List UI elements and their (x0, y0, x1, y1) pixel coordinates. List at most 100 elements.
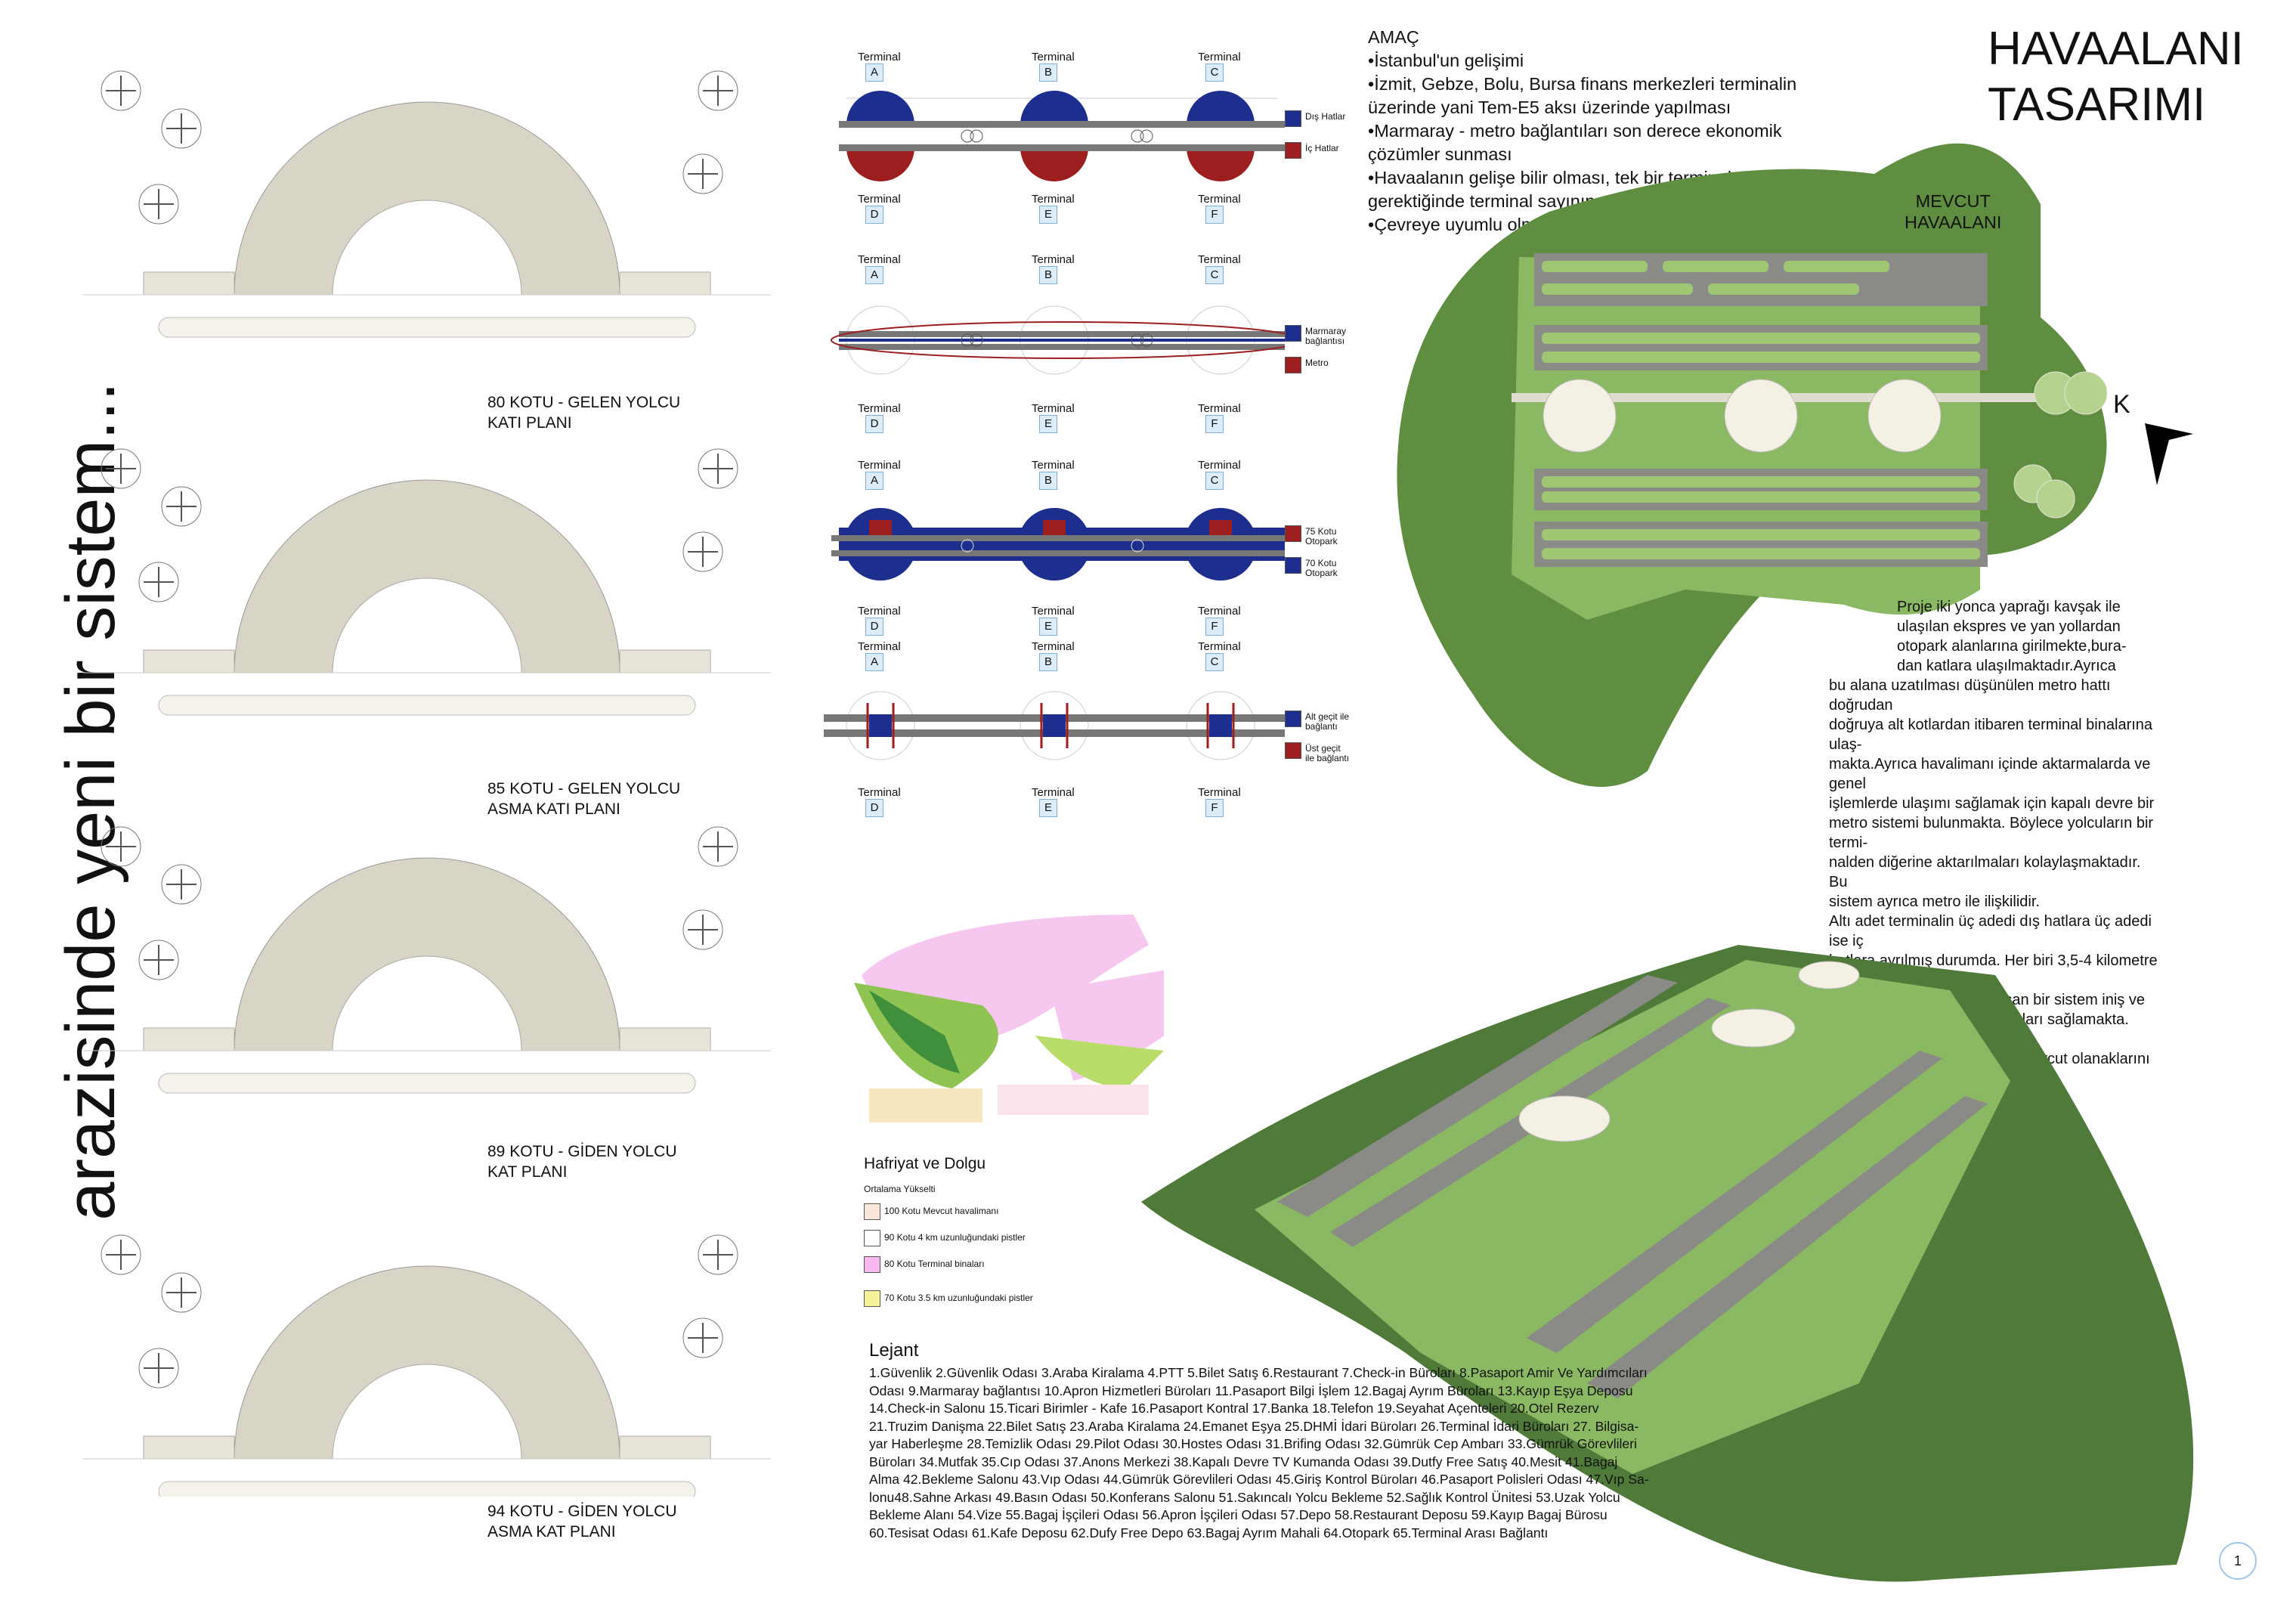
diagram-legend-label: Alt geçit ile bağlantı (1305, 711, 1350, 732)
diagram-legend-label: İç Hatlar (1305, 143, 1339, 153)
terminal-tag-bottom: F (1205, 206, 1224, 224)
diagram-legend-swatch (1285, 142, 1301, 159)
terminal-word: Terminal (1032, 786, 1075, 799)
description-line: metro sistemi bulunmakta. Böylece yolcul… (1829, 815, 2154, 851)
terminal-tag-bottom: E (1039, 618, 1057, 636)
diagram-legend-label: Marmaray bağlantısı (1305, 326, 1347, 346)
lejant-line: Büroları 34.Mutfak 35.Cıp Odası 37.Anons… (869, 1454, 1618, 1469)
terminal-tag-top: C (1205, 63, 1224, 82)
hafriyat-swatch (864, 1290, 880, 1307)
diagram-legend-swatch (1285, 711, 1301, 727)
diagram-lines-3 (831, 508, 1285, 581)
terminal-word: Terminal (1198, 459, 1241, 472)
floor-plan-94 (83, 1234, 771, 1497)
terminal-word: Terminal (858, 253, 901, 266)
terminal-tag-top: A (865, 653, 883, 671)
site-cloverleaf (2013, 371, 2108, 519)
site-plan (1397, 143, 2108, 787)
amac-line: üzerinde yani Tem-E5 aksı üzerinde yapıl… (1368, 98, 1731, 117)
description-line: işlemlerde ulaşımı sağlamak için kapalı … (1829, 795, 2155, 812)
aerial-grass (1255, 960, 2010, 1474)
description-line: ulaşılan ekspres ve yan yollardan (1897, 618, 2121, 635)
diagram-lines-2 (831, 305, 1285, 375)
terminal-word: Terminal (1198, 640, 1241, 653)
terminal-tag-bottom: D (865, 618, 883, 636)
diagram-legend-swatch (1285, 557, 1301, 574)
terminal-word: Terminal (858, 640, 901, 653)
diagram-legend-label: Metro (1305, 358, 1329, 368)
hafriyat-swatch (864, 1256, 880, 1273)
terminal-word: Terminal (1032, 253, 1075, 266)
terminal-domes-bottom-1 (846, 147, 1255, 181)
description-line: bu alana uzatılması düşünülen metro hatt… (1829, 677, 2111, 714)
terminal-word: Terminal (1198, 786, 1241, 799)
lejant-title: Lejant (869, 1340, 919, 1361)
diagram-legend-swatch (1285, 525, 1301, 542)
lejant-line: Alma 42.Bekleme Salonu 43.Vıp Odası 44.G… (869, 1472, 1649, 1487)
lejant-line: 60.Tesisat Odası 61.Kafe Deposu 62.Dufy … (869, 1525, 1549, 1540)
diagram-legend-swatch (1285, 357, 1301, 373)
terminal-word: Terminal (1198, 605, 1241, 618)
aerial-terminals (1518, 961, 1860, 1142)
diagram-lines-4 (824, 691, 1285, 760)
terminal-word: Terminal (1198, 193, 1241, 206)
amac-line: •İstanbul'un gelişimi (1368, 51, 1524, 70)
terminal-word: Terminal (858, 786, 901, 799)
description-line: makta.Ayrıca havalimanı içinde aktarmala… (1829, 756, 2151, 792)
terminal-tag-top: B (1039, 653, 1057, 671)
terminal-word: Terminal (1032, 193, 1075, 206)
description-line: Proje iki yonca yaprağı kavşak ile (1897, 599, 2121, 615)
diagram-legend-label: Üst geçit ile bağlantı (1305, 743, 1350, 763)
lejant-line: 1.Güvenlik 2.Güvenlik Odası 3.Araba Kira… (869, 1365, 1648, 1380)
lejant-line: 14.Check-in Salonu 15.Ticari Birimler - … (869, 1401, 1599, 1416)
terminal-tag-top: B (1039, 472, 1057, 490)
hafriyat-label: 80 Kotu Terminal binaları (884, 1259, 985, 1269)
terminal-word: Terminal (1198, 253, 1241, 266)
north-label: K (2113, 390, 2130, 419)
aerial-view (1141, 945, 2194, 1582)
floor-plan-89 (83, 826, 771, 1094)
hafriyat-title: Hafriyat ve Dolgu (864, 1155, 986, 1172)
lejant-line: Bekleme Alanı 54.Vize 55.Bagaj İşçileri … (869, 1507, 1608, 1522)
terminal-word: Terminal (1198, 51, 1241, 63)
north-arrow-icon (2145, 423, 2193, 485)
diagram-legend-swatch (1285, 325, 1301, 342)
terminal-word: Terminal (1032, 605, 1075, 618)
hafriyat-subtitle: Ortalama Yükselti (864, 1184, 936, 1194)
hafriyat-swatch (864, 1230, 880, 1246)
page-number: 1 (2219, 1542, 2257, 1580)
diagram-lines-1 (839, 91, 1285, 181)
description-line: nalden diğerine aktarılmaları kolaylaşma… (1829, 854, 2141, 890)
terminal-tag-bottom: E (1039, 206, 1057, 224)
terminal-tag-top: A (865, 63, 883, 82)
terminal-tag-top: C (1205, 266, 1224, 284)
diagram-legend-label: 75 Kotu Otopark (1305, 526, 1338, 547)
hafriyat-label: 70 Kotu 3.5 km uzunluğundaki pistler (884, 1293, 1033, 1303)
description-line: sistem ayrıca metro ile ilişkilidir. (1829, 893, 2040, 910)
terminal-tag-bottom: D (865, 206, 883, 224)
amac-block: AMAÇ •İstanbul'un gelişimi •İzmit, Gebze… (1368, 26, 1796, 237)
terminal-tag-bottom: F (1205, 415, 1224, 433)
lejant-line: yar Haberleşme 28.Temizlik Odası 29.Pilo… (869, 1436, 1637, 1451)
lejant-body: 1.Güvenlik 2.Güvenlik Odası 3.Araba Kira… (869, 1364, 1867, 1542)
site-terminals (1543, 379, 1942, 453)
terminal-tag-top: C (1205, 472, 1224, 490)
description-line: dan katlara ulaşılmaktadır.Ayrıca (1897, 658, 2116, 674)
terminal-word: Terminal (1198, 402, 1241, 415)
hafriyat-swatch (864, 1203, 880, 1220)
terminal-word: Terminal (858, 605, 901, 618)
amac-line: çözümler sunması (1368, 144, 1512, 164)
lejant-line: Odası 9.Marmaray bağlantısı 10.Apron Hiz… (869, 1383, 1633, 1398)
diagram-legend-swatch (1285, 742, 1301, 759)
terminal-word: Terminal (858, 51, 901, 63)
terminal-tag-top: C (1205, 653, 1224, 671)
terminal-tag-bottom: E (1039, 799, 1057, 817)
terminal-tag-top: B (1039, 266, 1057, 284)
terminal-tag-top: A (865, 266, 883, 284)
floor-plan-85 (83, 448, 771, 716)
amac-line: •Marmaray - metro bağlantıları son derec… (1368, 121, 1782, 141)
